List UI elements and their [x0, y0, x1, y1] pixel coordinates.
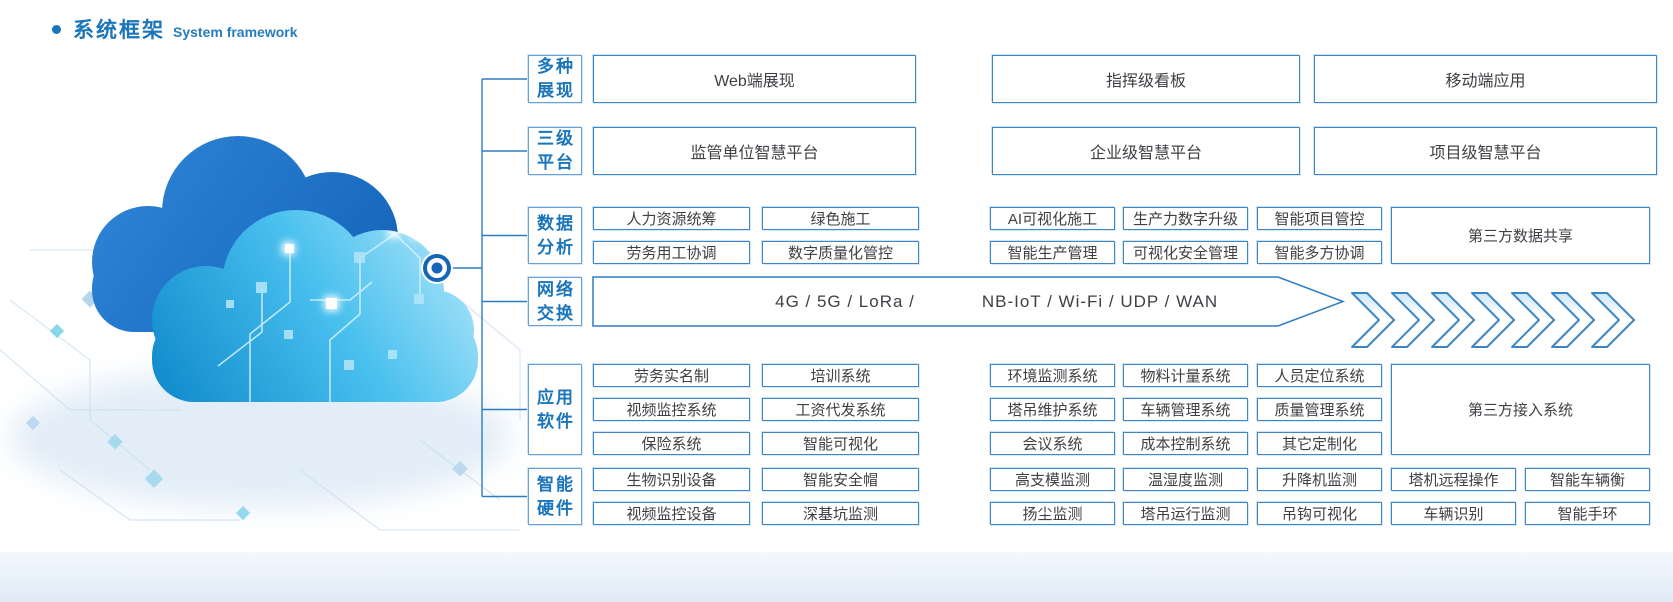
row-label-line: 分析: [537, 237, 575, 257]
row-label-line: 应用: [537, 387, 575, 407]
module-box: 升降机监测: [1257, 468, 1382, 491]
module-box: 劳务实名制: [593, 364, 750, 387]
module-box: 温湿度监测: [1123, 468, 1248, 491]
banner-box-platform-2: 项目级智慧平台: [1314, 127, 1657, 175]
banner-box-display-0: Web端展现: [593, 55, 916, 103]
module-box: 智能多方协调: [1257, 241, 1382, 264]
floor-band: [0, 552, 1673, 602]
row-label-line: 数据: [537, 213, 575, 233]
title-text-en: System framework: [173, 24, 298, 40]
module-box: 塔机远程操作: [1391, 468, 1516, 491]
title-text-zh: 系统框架: [73, 19, 165, 42]
chevron-icon: [1431, 292, 1475, 348]
row-label-line: 软件: [537, 411, 575, 431]
row-label-network: 网络交换: [528, 277, 582, 326]
module-box: 深基坑监测: [762, 502, 919, 525]
banner-box-display-1: 指挥级看板: [992, 55, 1300, 103]
module-box: AI可视化施工: [990, 207, 1115, 230]
title-bullet-icon: [52, 24, 61, 34]
module-box: 视频监控系统: [593, 398, 750, 421]
module-box: 人力资源统筹: [593, 207, 750, 230]
row-label-line: 平台: [537, 153, 575, 172]
row-label-data-analysis: 数据分析: [528, 207, 582, 264]
module-box: 培训系统: [762, 364, 919, 387]
module-box: 劳务用工协调: [593, 241, 750, 264]
cloud-illustration: [92, 136, 478, 402]
module-box: 数字质量化管控: [762, 241, 919, 264]
module-box: 质量管理系统: [1257, 398, 1382, 421]
module-box: 视频监控设备: [593, 502, 750, 525]
row-label-app-software: 应用软件: [528, 364, 582, 455]
row-label-line: 硬件: [537, 498, 575, 518]
module-box: 生产力数字升级: [1123, 207, 1248, 230]
module-box: 车辆管理系统: [1123, 398, 1248, 421]
module-box: 物料计量系统: [1123, 364, 1248, 387]
network-chevrons: [1351, 292, 1635, 348]
page-title: 系统框架 System framework: [52, 14, 298, 44]
banner-box-display-2: 移动端应用: [1314, 55, 1657, 103]
row-label-line: 多种: [537, 57, 575, 77]
connector-lines: [450, 78, 528, 498]
module-box: 塔吊运行监测: [1123, 502, 1248, 525]
row-label-line: 交换: [537, 303, 575, 323]
chevron-icon: [1391, 292, 1435, 348]
module-box: 会议系统: [990, 432, 1115, 455]
wide-box-data-analysis: 第三方数据共享: [1391, 207, 1650, 264]
network-protocols-right: NB-IoT / Wi-Fi / UDP / WAN: [981, 292, 1219, 311]
module-box: 高支模监测: [990, 468, 1115, 491]
module-box: 成本控制系统: [1123, 432, 1248, 455]
module-box: 绿色施工: [762, 207, 919, 230]
row-label-line: 三级: [537, 129, 575, 149]
cloud-shadow: [10, 368, 510, 508]
chevron-icon: [1591, 292, 1635, 348]
module-box: 智能车辆衡: [1525, 468, 1650, 491]
connector-dot: [421, 252, 453, 284]
row-label-display: 多种展现: [528, 55, 582, 103]
chevron-icon: [1551, 292, 1595, 348]
module-box: 智能生产管理: [990, 241, 1115, 264]
row-label-line: 智能: [537, 474, 575, 494]
chevron-icon: [1351, 292, 1395, 348]
module-box: 扬尘监测: [990, 502, 1115, 525]
module-box: 保险系统: [593, 432, 750, 455]
module-box: 智能手环: [1525, 502, 1650, 525]
row-label-platform: 三级平台: [528, 127, 582, 175]
row-label-smart-hardware: 智能硬件: [528, 468, 582, 525]
row-label-line: 展现: [537, 81, 575, 100]
network-arrow-banner: [592, 276, 1346, 327]
network-protocols-left: 4G / 5G / LoRa /: [775, 292, 915, 311]
module-box: 吊钩可视化: [1257, 502, 1382, 525]
module-box: 环境监测系统: [990, 364, 1115, 387]
banner-box-platform-0: 监管单位智慧平台: [593, 127, 916, 175]
module-box: 智能安全帽: [762, 468, 919, 491]
module-box: 其它定制化: [1257, 432, 1382, 455]
module-box: 人员定位系统: [1257, 364, 1382, 387]
chevron-icon: [1471, 292, 1515, 348]
module-box: 塔吊维护系统: [990, 398, 1115, 421]
module-box: 车辆识别: [1391, 502, 1516, 525]
module-box: 生物识别设备: [593, 468, 750, 491]
module-box: 智能可视化: [762, 432, 919, 455]
chevron-icon: [1511, 292, 1555, 348]
module-box: 智能项目管控: [1257, 207, 1382, 230]
row-label-line: 网络: [537, 279, 575, 299]
wide-box-app-software: 第三方接入系统: [1391, 364, 1650, 455]
module-box: 工资代发系统: [762, 398, 919, 421]
module-box: 可视化安全管理: [1123, 241, 1248, 264]
banner-box-platform-1: 企业级智慧平台: [992, 127, 1300, 175]
